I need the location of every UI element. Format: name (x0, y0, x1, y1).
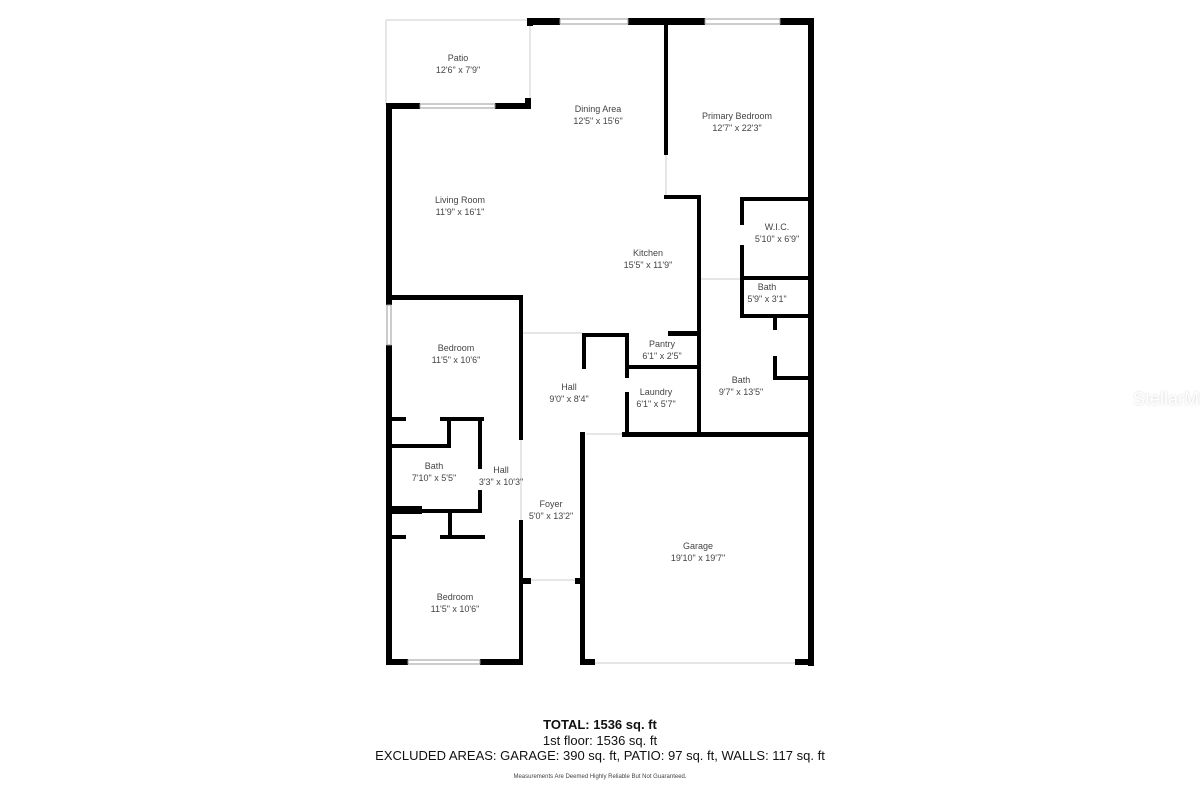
room-dims: 5'9" x 3'1" (747, 294, 787, 304)
room-foyer: Foyer 5'0" x 13'2" (529, 498, 573, 522)
room-bath-small: Bath 5'9" x 3'1" (747, 281, 786, 305)
windows (386, 18, 781, 665)
room-dims: 12'6" x 7'9" (435, 65, 481, 75)
room-name: Living Room (434, 195, 486, 205)
room-living-room: Living Room 11'9" x 16'1" (435, 194, 485, 218)
room-patio: Patio 12'6" x 7'9" (436, 52, 480, 76)
room-name: Hall (561, 382, 577, 392)
room-name: Bedroom (436, 592, 474, 602)
room-kitchen: Kitchen 15'5" x 11'9" (624, 247, 673, 271)
room-name: Bath (757, 282, 777, 292)
room-name: Kitchen (632, 248, 664, 258)
room-name: Laundry (639, 387, 673, 397)
room-bath-2: Bath 7'10" x 5'5" (412, 460, 456, 484)
window (386, 304, 392, 346)
thin-lines (385, 19, 795, 664)
room-name: Bedroom (437, 343, 475, 353)
room-dims: 11'9" x 16'1" (435, 207, 485, 217)
room-name: Hall (493, 465, 509, 475)
room-dims: 12'7" x 22'3" (712, 123, 762, 133)
room-wic: W.I.C. 5'10" x 6'9" (755, 221, 799, 245)
room-dims: 11'5" x 10'6" (431, 355, 481, 365)
room-name: Dining Area (574, 104, 622, 114)
room-name: Patio (447, 53, 469, 63)
room-hall: Hall 9'0" x 8'4" (549, 381, 588, 405)
window (407, 659, 481, 665)
room-laundry: Laundry 6'1" x 5'7" (636, 386, 675, 410)
room-name: Bath (731, 375, 751, 385)
walls (386, 18, 814, 666)
room-dims: 12'5" x 15'6" (573, 116, 623, 126)
room-dims: 11'5" x 10'6" (430, 604, 480, 614)
window (704, 18, 781, 25)
watermark: StellarMLS (1133, 389, 1200, 409)
room-name: Pantry (648, 339, 676, 349)
room-dims: 9'7" x 13'5" (718, 387, 764, 397)
room-dims: 15'5" x 11'9" (623, 260, 673, 270)
room-name: W.I.C. (764, 222, 790, 232)
disclaimer: Measurements Are Deemed Highly Reliable … (513, 774, 687, 780)
window (419, 103, 496, 109)
room-dims: 5'10" x 6'9" (754, 234, 800, 244)
total-area: TOTAL: 1536 sq. ft (543, 717, 657, 732)
room-bedroom-2: Bedroom 11'5" x 10'6" (431, 591, 480, 615)
room-garage: Garage 19'10" x 19'7" (671, 540, 725, 564)
room-name: Bath (424, 461, 444, 471)
room-primary-bath: Bath 9'7" x 13'5" (719, 374, 763, 398)
excluded-areas: EXCLUDED AREAS: GARAGE: 390 sq. ft, PATI… (375, 748, 825, 763)
room-name: Primary Bedroom (701, 111, 773, 121)
room-dims: 3'3" x 10'3" (478, 477, 524, 487)
room-dims: 19'10" x 19'7" (670, 553, 726, 563)
room-dining-area: Dining Area 12'5" x 15'6" (573, 103, 622, 127)
room-bedroom-1: Bedroom 11'5" x 10'6" (432, 342, 481, 366)
room-pantry: Pantry 6'1" x 2'5" (642, 338, 681, 362)
room-hall-2: Hall 3'3" x 10'3" (479, 464, 523, 488)
floor-area: 1st floor: 1536 sq. ft (542, 733, 658, 748)
room-name: Garage (682, 541, 714, 551)
room-dims: 7'10" x 5'5" (411, 473, 457, 483)
room-dims: 5'0" x 13'2" (528, 511, 574, 521)
room-dims: 6'1" x 2'5" (642, 351, 682, 361)
room-name: Foyer (539, 499, 563, 509)
room-dims: 9'0" x 8'4" (549, 394, 589, 404)
room-dims: 6'1" x 5'7" (636, 399, 676, 409)
room-primary-bedroom: Primary Bedroom 12'7" x 22'3" (702, 110, 772, 134)
window (559, 18, 629, 25)
